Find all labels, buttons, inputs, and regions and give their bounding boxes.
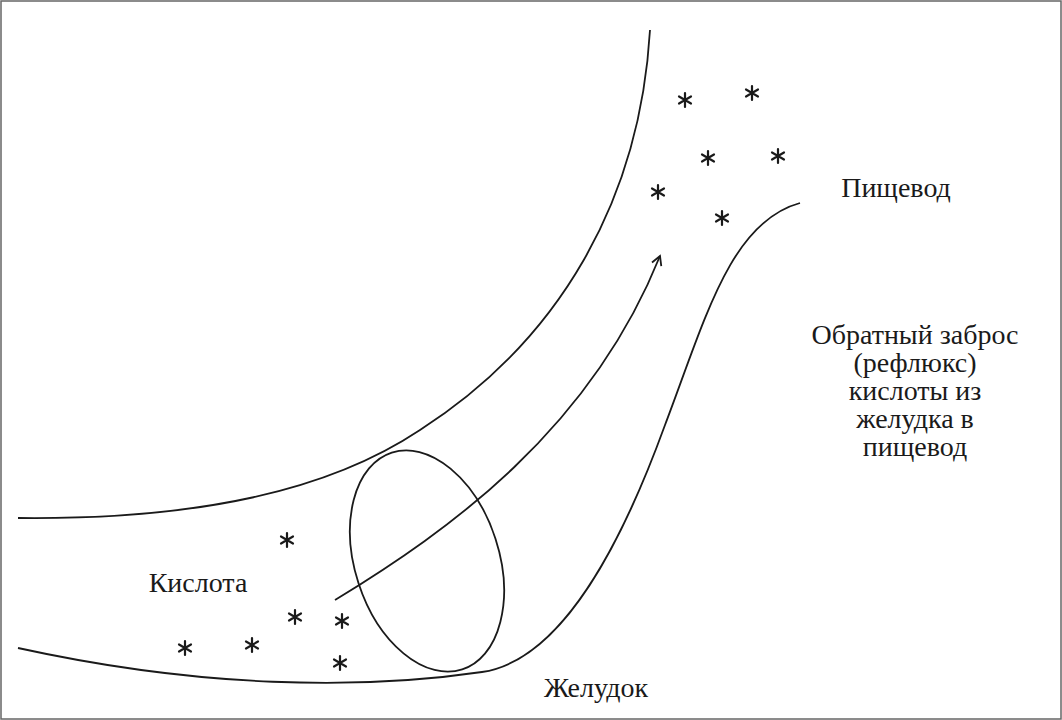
organ-label: Желудок: [541, 674, 651, 702]
reflux-arrow: [335, 256, 660, 600]
organ-label: Пищевод: [838, 174, 954, 202]
process-note: Обратный заброс (рефлюкс) кислоты из жел…: [798, 321, 1032, 461]
sphincter-ring: [323, 430, 530, 691]
acid-particles: [179, 86, 784, 670]
esophagus-outer-wall: [18, 30, 650, 518]
esophagus-inner-wall: [18, 203, 800, 683]
substance-label: Кислота: [146, 569, 251, 597]
